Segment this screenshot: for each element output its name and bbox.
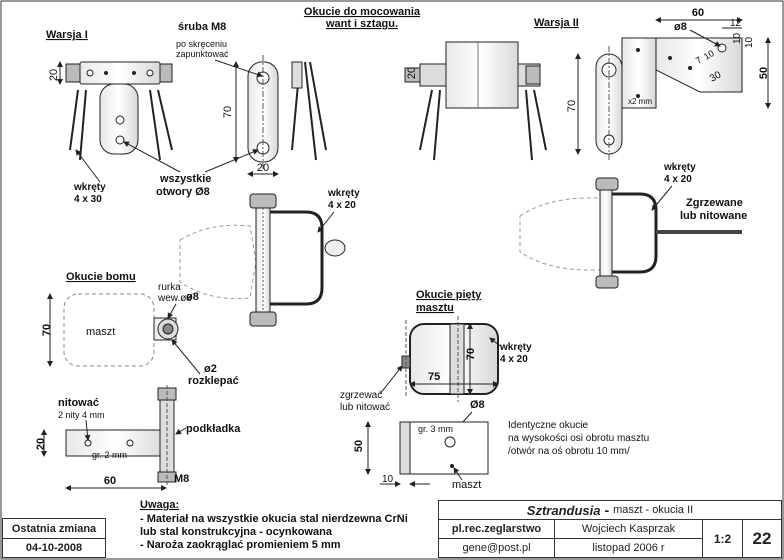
pieta-heading-1: Okucie pięty — [416, 289, 482, 301]
bom-dim-20: 20 — [35, 438, 47, 450]
bom-nity: 2 nity 4 mm — [58, 410, 105, 420]
warsja-2-dim-7: 7 — [694, 55, 703, 66]
warsja-2-dim-10: 10 — [744, 36, 755, 48]
pieta-wkrety-2: 4 x 20 — [500, 354, 528, 365]
org-name: pl.rec.zeglarstwo — [439, 520, 555, 539]
center-wkrety-2: 4 x 20 — [328, 200, 356, 211]
pieta-note-1: Identyczne okucie — [508, 420, 588, 431]
warsja-2-dim-12: 12 — [730, 18, 742, 29]
uwaga-line-3: - Naroża zaokrąglać promieniem 5 mm — [140, 539, 341, 551]
pieta-zgrzewac-2: lub nitować — [340, 402, 390, 413]
pieta-dim-70: 70 — [465, 348, 477, 360]
warsja-2-heading: Warsja II — [534, 17, 579, 29]
warsja-2-dim-2mm: x2 mm — [628, 97, 652, 106]
bom-fitting-drawing: Okucie bomu maszt 70 rurka wew.ø8 ø8 ø2 … — [35, 271, 241, 491]
pieta-dim-50: 50 — [353, 440, 365, 452]
bom-maszt: maszt — [86, 326, 115, 338]
warsja-1-screw-note-2: zapunktować — [176, 49, 229, 59]
pieta-note-2: na wysokości osi obrotu masztu — [508, 433, 649, 444]
project-dash: - — [604, 502, 610, 518]
bom-dim-60: 60 — [104, 475, 116, 487]
pieta-o8: Ø8 — [470, 399, 485, 411]
warsja-1-dim-20b: 20 — [257, 162, 269, 174]
pieta-fitting-drawing: Okucie pięty masztu 70 75 wkręty 4 x 20 … — [340, 289, 649, 491]
pieta-maszt: maszt — [452, 479, 481, 491]
pieta-zgrzewac-1: zgrzewać — [340, 390, 382, 401]
project-title-row: Sztrandusia - maszt - okucia II — [439, 501, 781, 520]
bom-gr: gr. 2 mm — [92, 450, 127, 460]
uwaga-line-1: - Materiał na wszystkie okucia stal nier… — [140, 513, 408, 525]
bom-nitowac: nitować — [58, 397, 99, 409]
right-wkrety-2: 4 x 20 — [664, 174, 692, 185]
warsja-2-drawing: Warsja II 20 M8 70 60 12 ø8 — [404, 7, 771, 162]
author: Wojciech Kasprzak — [555, 520, 703, 539]
email: gene@post.pl — [439, 539, 555, 557]
pieta-note-3: /otwór na oś obrotu 10 mm/ — [508, 446, 630, 457]
warsja-1-wkrety-1: wkręty — [73, 182, 106, 193]
project-sub: maszt - okucia II — [613, 504, 694, 516]
warsja-2-dim-30: 30 — [708, 69, 724, 84]
sheet-number: 22 — [752, 528, 772, 548]
pieta-dim-10: 10 — [382, 474, 394, 485]
uwaga-line-2: lub stal konstrukcyjna - ocynkowana — [140, 526, 333, 538]
project-title: Sztrandusia — [526, 502, 601, 518]
last-change-date: 04-10-2008 — [25, 542, 83, 554]
warsja-1-screw-note-1: po skręceniu — [176, 39, 227, 49]
right-zgrzewane-2: lub nitowane — [680, 210, 747, 222]
warsja-1-heading: Warsja I — [46, 29, 88, 41]
pieta-dim-75: 75 — [428, 371, 440, 383]
warsja-1-drawing: Warsja I 20 70 20 śruba M8 — [46, 21, 327, 205]
warsja-1-holes-1: wszystkie — [159, 173, 211, 185]
title-sub: want i sztagu. — [325, 18, 398, 30]
warsja-1-holes-2: otwory Ø8 — [156, 186, 210, 198]
drawing-date: listopad 2006 r — [555, 539, 703, 557]
bom-rozklepac: rozklepać — [188, 375, 239, 387]
warsja-2-dim-10b: 10 — [732, 32, 743, 44]
bom-heading: Okucie bomu — [66, 271, 136, 283]
warsja-1-screw-label: śruba M8 — [178, 21, 226, 33]
title-block: Sztrandusia - maszt - okucia II pl.rec.z… — [438, 500, 782, 558]
bom-rurka-2: wew.ø8 — [157, 293, 192, 304]
warsja-1-wkrety-2: 4 x 30 — [74, 194, 102, 205]
center-fitting-drawing: wkręty 4 x 20 — [179, 188, 360, 327]
right-wkrety-1: wkręty — [663, 162, 696, 173]
bom-rurka-o8: ø8 — [186, 291, 199, 303]
pieta-heading-2: masztu — [416, 302, 454, 314]
warsja-2-dim-o8: ø8 — [674, 21, 687, 33]
right-zgrzewane-1: Zgrzewane — [686, 197, 743, 209]
warsja-1-dim-70: 70 — [222, 106, 234, 118]
bom-podkladka: podkładka — [186, 423, 241, 435]
center-wkrety-1: wkręty — [327, 188, 360, 199]
pieta-wkrety-1: wkręty — [499, 342, 532, 353]
pieta-gr: gr. 3 mm — [418, 424, 453, 434]
uwaga-heading: Uwaga: — [140, 499, 179, 511]
notes-block: Uwaga: - Materiał na wszystkie okucia st… — [140, 499, 408, 551]
last-change-box: Ostatnia zmiana 04-10-2008 — [2, 518, 106, 558]
warsja-2-dim-70: 70 — [566, 100, 578, 112]
title-main: Okucie do mocowania — [304, 6, 421, 18]
right-fitting-drawing: wkręty 4 x 20 Zgrzewane lub nitowane — [519, 162, 747, 289]
warsja-1-dim-20: 20 — [48, 69, 60, 81]
bom-rurka-1: rurka — [158, 282, 181, 293]
warsja-2-dim-10c: 10 — [702, 48, 716, 62]
scale: 1:2 — [703, 520, 743, 557]
bom-o2: ø2 — [204, 363, 217, 375]
warsja-2-dim-50: 50 — [758, 67, 770, 79]
last-change-label: Ostatnia zmiana — [3, 519, 105, 539]
warsja-2-dim-60: 60 — [692, 7, 704, 19]
bom-m8: M8 — [174, 473, 189, 485]
bom-dim-70: 70 — [41, 324, 53, 336]
warsja-2-dim-20: 20 — [406, 67, 418, 79]
